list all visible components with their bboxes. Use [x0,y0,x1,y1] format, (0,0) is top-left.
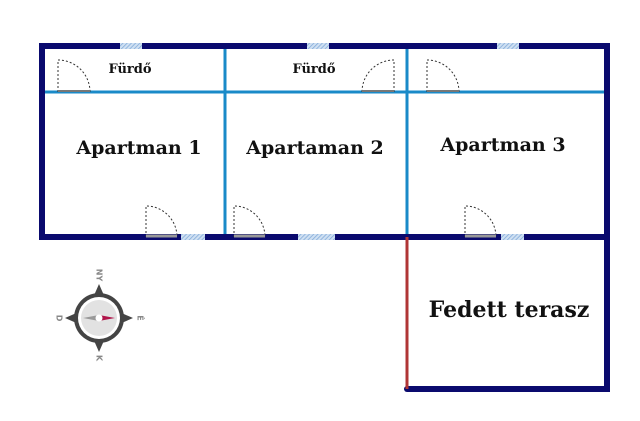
room-label-apt3: Apartman 3 [439,134,565,156]
window [298,234,335,240]
window [501,234,524,240]
door-apt3 [464,205,497,238]
room-label-bath1: Fürdő [108,62,151,77]
window [497,43,519,49]
compass-north: NY [95,269,104,282]
window [307,43,329,49]
door-bath1 [57,59,91,93]
room-label-bath2: Fürdő [292,62,335,77]
outer-walls [39,43,610,392]
window [120,43,142,49]
compass-needle-west [83,315,99,321]
compass-south: K [95,355,104,362]
compass-east: É [136,315,147,320]
compass-needle-east [99,315,115,321]
door-bath2 [361,59,395,93]
window [181,234,205,240]
room-label-terrace: Fedett terasz [429,297,590,323]
compass-west: D [55,315,64,322]
windows [120,43,524,240]
room-label-apt1: Apartman 1 [75,137,201,159]
doors [57,59,497,238]
room-label-apt2: Apartaman 2 [245,137,384,159]
door-apt1 [145,205,178,238]
compass-icon: NY É K D [55,269,147,362]
door-apt3-top [426,59,460,93]
door-apt2 [233,205,266,238]
inner-walls [42,46,607,237]
